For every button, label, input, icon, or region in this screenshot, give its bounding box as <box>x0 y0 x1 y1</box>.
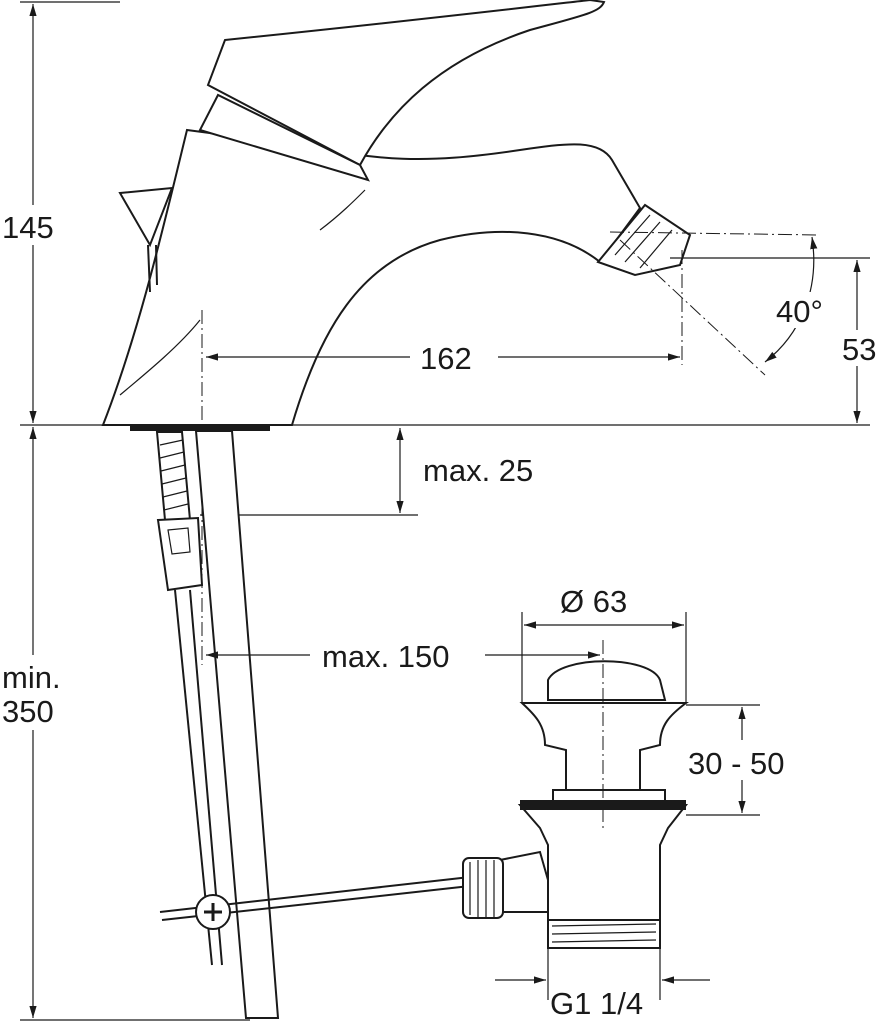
waste-thread-label: G1 1/4 <box>550 986 643 1021</box>
deck-thickness-label: max. 25 <box>423 453 533 488</box>
outlet-height-label: 53 <box>842 332 876 367</box>
base-plate <box>130 425 270 431</box>
height-label: 145 <box>2 210 54 245</box>
angle-label: 40° <box>776 294 823 329</box>
waste-diameter-label: Ø 63 <box>560 584 627 619</box>
outlet-height-dimension: 53 <box>838 260 884 423</box>
deck-thickness-dimension: max. 25 <box>200 428 533 516</box>
waste-range-label: 30 - 50 <box>688 746 785 781</box>
min-depth-label-1: min. <box>2 660 61 695</box>
waste-diameter-dimension: Ø 63 <box>521 584 687 702</box>
rod-offset-dimension: max. 150 <box>206 635 600 675</box>
waste-range-dimension: 30 - 50 <box>684 704 804 816</box>
height-dimension: 145 min. 350 <box>0 1 250 1021</box>
angle-dimension: 40° <box>764 236 832 363</box>
waste-thread-dimension: G1 1/4 <box>495 948 710 1021</box>
pop-up-waste <box>462 640 689 949</box>
rod-offset-label: max. 150 <box>322 639 450 674</box>
supply-pipe <box>194 430 280 1019</box>
mixer-body <box>101 0 692 426</box>
min-depth-label-2: 350 <box>2 694 54 729</box>
reach-dimension: 162 <box>206 335 680 376</box>
reach-label: 162 <box>420 341 472 376</box>
pop-up-rod <box>159 876 471 930</box>
supply-hose <box>155 431 223 966</box>
